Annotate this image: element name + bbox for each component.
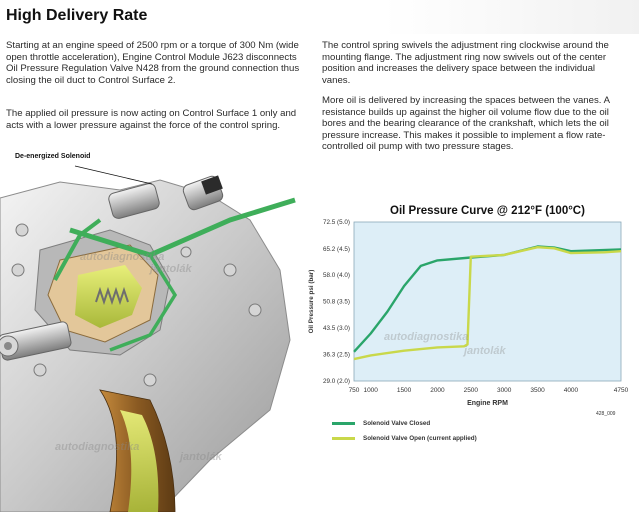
y-tick-label: 36.3 (2.5) (323, 352, 350, 359)
x-tick-label: 3000 (497, 387, 512, 394)
title-bar (0, 0, 639, 34)
series-line-open (353, 246, 622, 361)
legend-item-closed: Solenoid Valve Closed (332, 416, 477, 431)
legend-item-open: Solenoid Valve Open (current applied) (332, 431, 477, 446)
y-tick-label: 43.5 (3.0) (323, 325, 350, 332)
svg-text:autodiagnostika: autodiagnostika (80, 251, 164, 263)
legend-swatch-open (332, 437, 355, 440)
paragraph-1: Starting at an engine speed of 2500 rpm … (6, 40, 300, 86)
x-tick-label: 750 (349, 387, 360, 394)
legend-label-open: Solenoid Valve Open (current applied) (363, 435, 477, 442)
watermark-1: autodiagnostika (384, 331, 468, 343)
legend-swatch-closed (332, 422, 355, 425)
y-axis-label: Oil Pressure psi (bar) (308, 270, 315, 334)
x-tick-label: 1000 (363, 387, 378, 394)
x-tick-label: 1500 (397, 387, 412, 394)
watermark-2: jantolák (462, 345, 506, 357)
legend-label-closed: Solenoid Valve Closed (363, 420, 431, 427)
y-tick-label: 65.2 (4.5) (323, 246, 350, 253)
svg-text:jantolák: jantolák (148, 263, 192, 275)
figure-code: 428_009 (596, 411, 616, 417)
svg-text:jantolák: jantolák (178, 451, 222, 463)
paragraph-3: The control spring swivels the adjustmen… (322, 40, 609, 86)
callout-de-energized-solenoid: De-energized Solenoid (15, 153, 91, 160)
oil-pressure-chart: Oil Pressure Curve @ 212°F (100°C) 72.5 (… (308, 205, 629, 407)
x-tick-label: 2000 (430, 387, 445, 394)
y-tick-label: 50.8 (3.5) (323, 299, 350, 306)
y-tick-label: 58.0 (4.0) (323, 272, 350, 279)
y-tick-label: 72.5 (5.0) (323, 219, 350, 226)
oil-pump-illustration: autodiagnostika jantolák autodiagnostika… (0, 165, 296, 512)
plot-area (353, 221, 622, 382)
x-axis-label: Engine RPM (467, 400, 508, 407)
x-tick-label: 4750 (614, 387, 629, 394)
x-tick-label: 4000 (564, 387, 579, 394)
x-tick-label: 3500 (530, 387, 545, 394)
page-title: High Delivery Rate (6, 7, 148, 24)
chart-title: Oil Pressure Curve @ 212°F (100°C) (390, 205, 585, 217)
paragraph-2: The applied oil pressure is now acting o… (6, 108, 297, 131)
y-tick-label: 29.0 (2.0) (323, 378, 350, 385)
paragraph-4: More oil is delivered by increasing the … (322, 95, 610, 153)
svg-text:autodiagnostika: autodiagnostika (55, 441, 139, 453)
chart-legend: Solenoid Valve Closed Solenoid Valve Ope… (332, 416, 477, 446)
x-tick-label: 2500 (464, 387, 479, 394)
